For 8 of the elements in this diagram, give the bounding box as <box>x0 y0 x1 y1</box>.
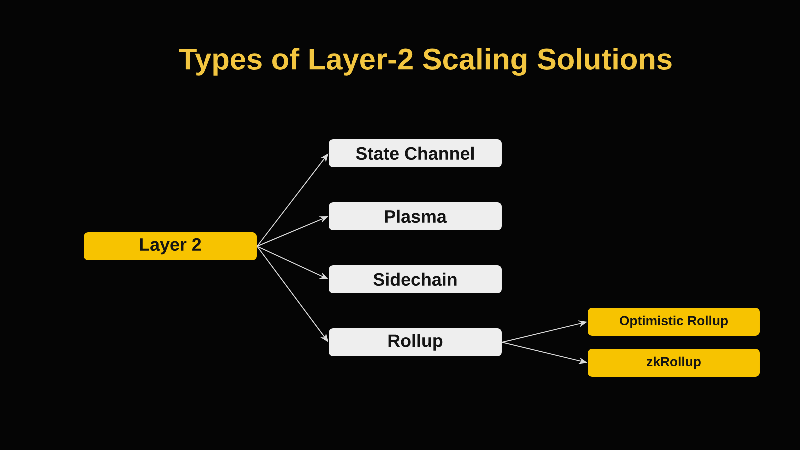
process-box: Rollup <box>329 328 502 356</box>
process-box: Optimistic Rollup <box>588 308 760 336</box>
process-box: Sidechain <box>329 266 502 294</box>
process-box: State Channel <box>329 140 502 168</box>
process-box: Layer 2 <box>84 232 257 260</box>
title: Types of Layer-2 Scaling Solutions <box>179 48 672 76</box>
process-box: zkRollup <box>588 349 760 377</box>
process-box: Plasma <box>329 202 502 230</box>
